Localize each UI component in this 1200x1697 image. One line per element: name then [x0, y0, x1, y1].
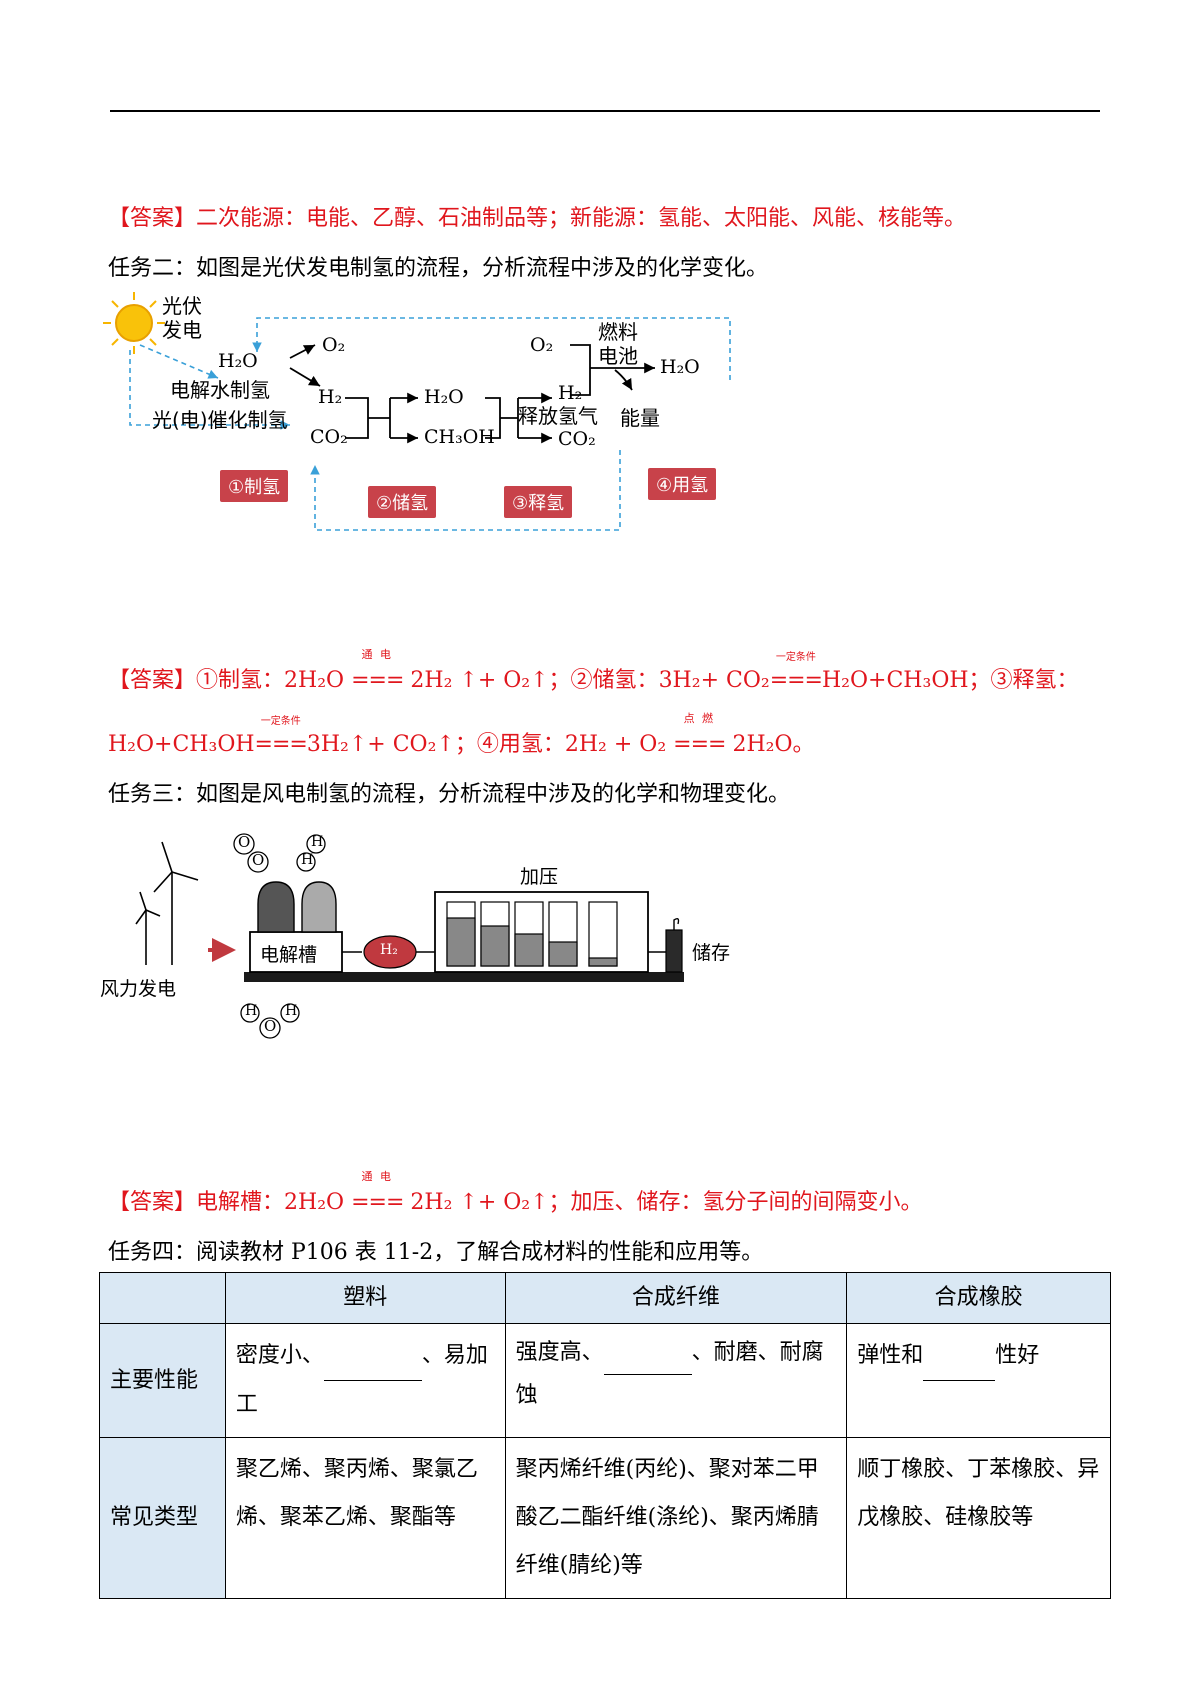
pv-diagram-lines [103, 292, 731, 531]
h2o-label: H₂O [218, 350, 258, 372]
s2-label: ②储氢： [570, 668, 659, 693]
h2-oval-label: H₂ [380, 942, 398, 958]
answer-3-rhs: 2H₂ ↑+ O₂↑； [410, 1190, 571, 1215]
wind-diagram-drawing [135, 833, 684, 1039]
task-3-heading: 任务三：如图是风电制氢的流程，分析流程中涉及的化学和物理变化。 [108, 782, 791, 807]
cell-rubber-performance: 弹性和 性好 [846, 1323, 1111, 1438]
h2-release-label: H₂ [558, 382, 583, 404]
answer-3: 【答案】电解槽：2H₂O 通 电=== 2H₂ ↑+ O₂↑；加压、储存：氢分子… [108, 1170, 923, 1216]
h2o-output-label: H₂O [660, 356, 700, 378]
answer-1: 【答案】二次能源：电能、乙醇、石油制品等；新能源：氢能、太阳能、风能、核能等。 [108, 200, 966, 232]
pressurize-label: 加压 [520, 866, 559, 888]
release-label: 释放氢气 [518, 404, 598, 428]
storage-label: 储存 [692, 942, 731, 964]
wind-hydrogen-diagram: O O H H H O H H₂ 风力发电 电解槽 加压 储存 [100, 830, 730, 1060]
s1-label: ①制氢： [196, 668, 285, 693]
h2-label: H₂ [318, 386, 343, 408]
fuel-cell-label-1: 燃料 [598, 320, 638, 344]
answer-3-label: 电解槽： [196, 1190, 285, 1215]
cond-ignite: 点 燃=== [673, 712, 726, 757]
h2-molecule-icon [296, 834, 326, 872]
o-atom-1: O [238, 833, 251, 851]
row-label-performance: 主要性能 [99, 1323, 226, 1438]
h2o-molecule-icon [240, 1003, 300, 1039]
answer-2-line-1: 【答案】①制氢：2H₂O 通 电=== 2H₂ ↑+ O₂↑；②储氢：3H₂+ … [108, 648, 1079, 694]
co2-label: CO₂ [310, 426, 348, 448]
cond-certain-2: 一定条件=== [254, 716, 308, 757]
header-cell-empty [99, 1272, 226, 1324]
header-cell-plastic: 塑料 [224, 1272, 506, 1324]
cell-plastic-performance: 密度小、 、易加工 [224, 1323, 506, 1438]
electrolysis-label: 电解水制氢 [170, 378, 270, 402]
energy-label: 能量 [620, 406, 660, 430]
s1-lhs: 2H₂O [284, 668, 345, 693]
ch3oh-label: CH₃OH [424, 426, 495, 448]
answer-prefix: 【答案】 [108, 668, 197, 693]
header-rule [110, 110, 1100, 112]
table-row: 主要性能 密度小、 、易加工 强度高、 、耐磨、耐腐蚀 弹性和 性好 [99, 1323, 1111, 1438]
wind-turbine-icon [135, 841, 199, 965]
cond-certain: 一定条件=== [769, 652, 823, 693]
answer-blank[interactable] [323, 1332, 422, 1381]
electrolyzer-label: 电解槽 [260, 944, 318, 966]
s3-lhs: H₂O+CH₃OH [108, 732, 255, 757]
sun-icon [103, 292, 165, 354]
answer-3-lhs: 2H₂O [284, 1190, 345, 1215]
answer-3-tail: 加压、储存：氢分子间的间隔变小。 [570, 1190, 923, 1215]
step-badge-4: ④用氢 [648, 468, 717, 500]
h-atom-1: H [311, 834, 324, 850]
s4-label: ④用氢： [476, 732, 565, 757]
header-cell-fiber: 合成纤维 [504, 1272, 848, 1324]
s2-rhs: H₂O+CH₃OH； [822, 668, 991, 693]
s4-rhs: 2H₂O。 [732, 732, 815, 757]
row-label-types: 常见类型 [99, 1437, 226, 1599]
o2-label: O₂ [322, 334, 346, 356]
cond-electric-3: 通 电=== [351, 1170, 404, 1215]
answer-prefix: 【答案】 [108, 206, 197, 231]
o-atom-2: O [252, 851, 265, 869]
s4-lhs: 2H₂ + O₂ [564, 732, 667, 757]
fuel-cell-label-2: 电池 [598, 344, 638, 368]
answer-1-text: 二次能源：电能、乙醇、石油制品等；新能源：氢能、太阳能、风能、核能等。 [196, 206, 967, 231]
table-header-row: 塑料 合成纤维 合成橡胶 [99, 1272, 1111, 1324]
h-atom-4: H [285, 1003, 298, 1019]
task-4-heading: 任务四：阅读教材 P106 表 11-2，了解合成材料的性能和应用等。 [108, 1240, 764, 1265]
table-row: 常见类型 聚乙烯、聚丙烯、聚氯乙烯、聚苯乙烯、聚酯等 聚丙烯纤维(丙纶)、聚对苯… [99, 1437, 1111, 1599]
step-badge-2: ②储氢 [368, 486, 437, 518]
s2-lhs: 3H₂+ CO₂ [658, 668, 770, 693]
answer-prefix: 【答案】 [108, 1190, 197, 1215]
cell-plastic-types: 聚乙烯、聚丙烯、聚氯乙烯、聚苯乙烯、聚酯等 [224, 1437, 506, 1599]
s1-rhs: 2H₂ ↑+ O₂↑； [410, 668, 571, 693]
header-cell-rubber: 合成橡胶 [846, 1272, 1111, 1324]
cond-electric: 通 电=== [351, 648, 404, 693]
answer-blank[interactable] [603, 1332, 692, 1375]
pv-label-2: 发电 [162, 318, 202, 342]
wind-label: 风力发电 [100, 978, 177, 1000]
o2-fuel-label: O₂ [530, 334, 554, 356]
materials-table: 塑料 合成纤维 合成橡胶 主要性能 密度小、 、易加工 强度高、 、耐磨、耐腐蚀… [99, 1272, 1111, 1599]
photo-catalysis-label: 光(电)催化制氢 [152, 408, 288, 432]
o2-molecule-icon [233, 833, 269, 873]
answer-blank[interactable] [923, 1332, 996, 1381]
h-atom-3: H [245, 1003, 258, 1019]
step-badge-1: ①制氢 [220, 470, 289, 502]
s3-label: ③释氢： [990, 668, 1079, 693]
pv-label-1: 光伏 [162, 294, 202, 318]
h2o-product-label: H₂O [424, 386, 464, 408]
co2-release-label: CO₂ [558, 428, 596, 450]
task-2-heading: 任务二：如图是光伏发电制氢的流程，分析流程中涉及的化学变化。 [108, 256, 769, 281]
pv-hydrogen-diagram: 光伏 发电 H₂O O₂ 电解水制氢 光(电)催化制氢 H₂ CO₂ H₂O C… [100, 290, 740, 540]
s3-rhs: 3H₂↑+ CO₂↑； [306, 732, 477, 757]
o-atom-3: O [264, 1017, 277, 1035]
step-badge-3: ③释氢 [504, 486, 573, 518]
h-atom-2: H [301, 852, 314, 868]
cell-fiber-performance: 强度高、 、耐磨、耐腐蚀 [504, 1323, 848, 1438]
cell-rubber-types: 顺丁橡胶、丁苯橡胶、异戊橡胶、硅橡胶等 [846, 1437, 1111, 1599]
cell-fiber-types: 聚丙烯纤维(丙纶)、聚对苯二甲酸乙二酯纤维(涤纶)、聚丙烯腈纤维(腈纶)等 [504, 1437, 848, 1599]
